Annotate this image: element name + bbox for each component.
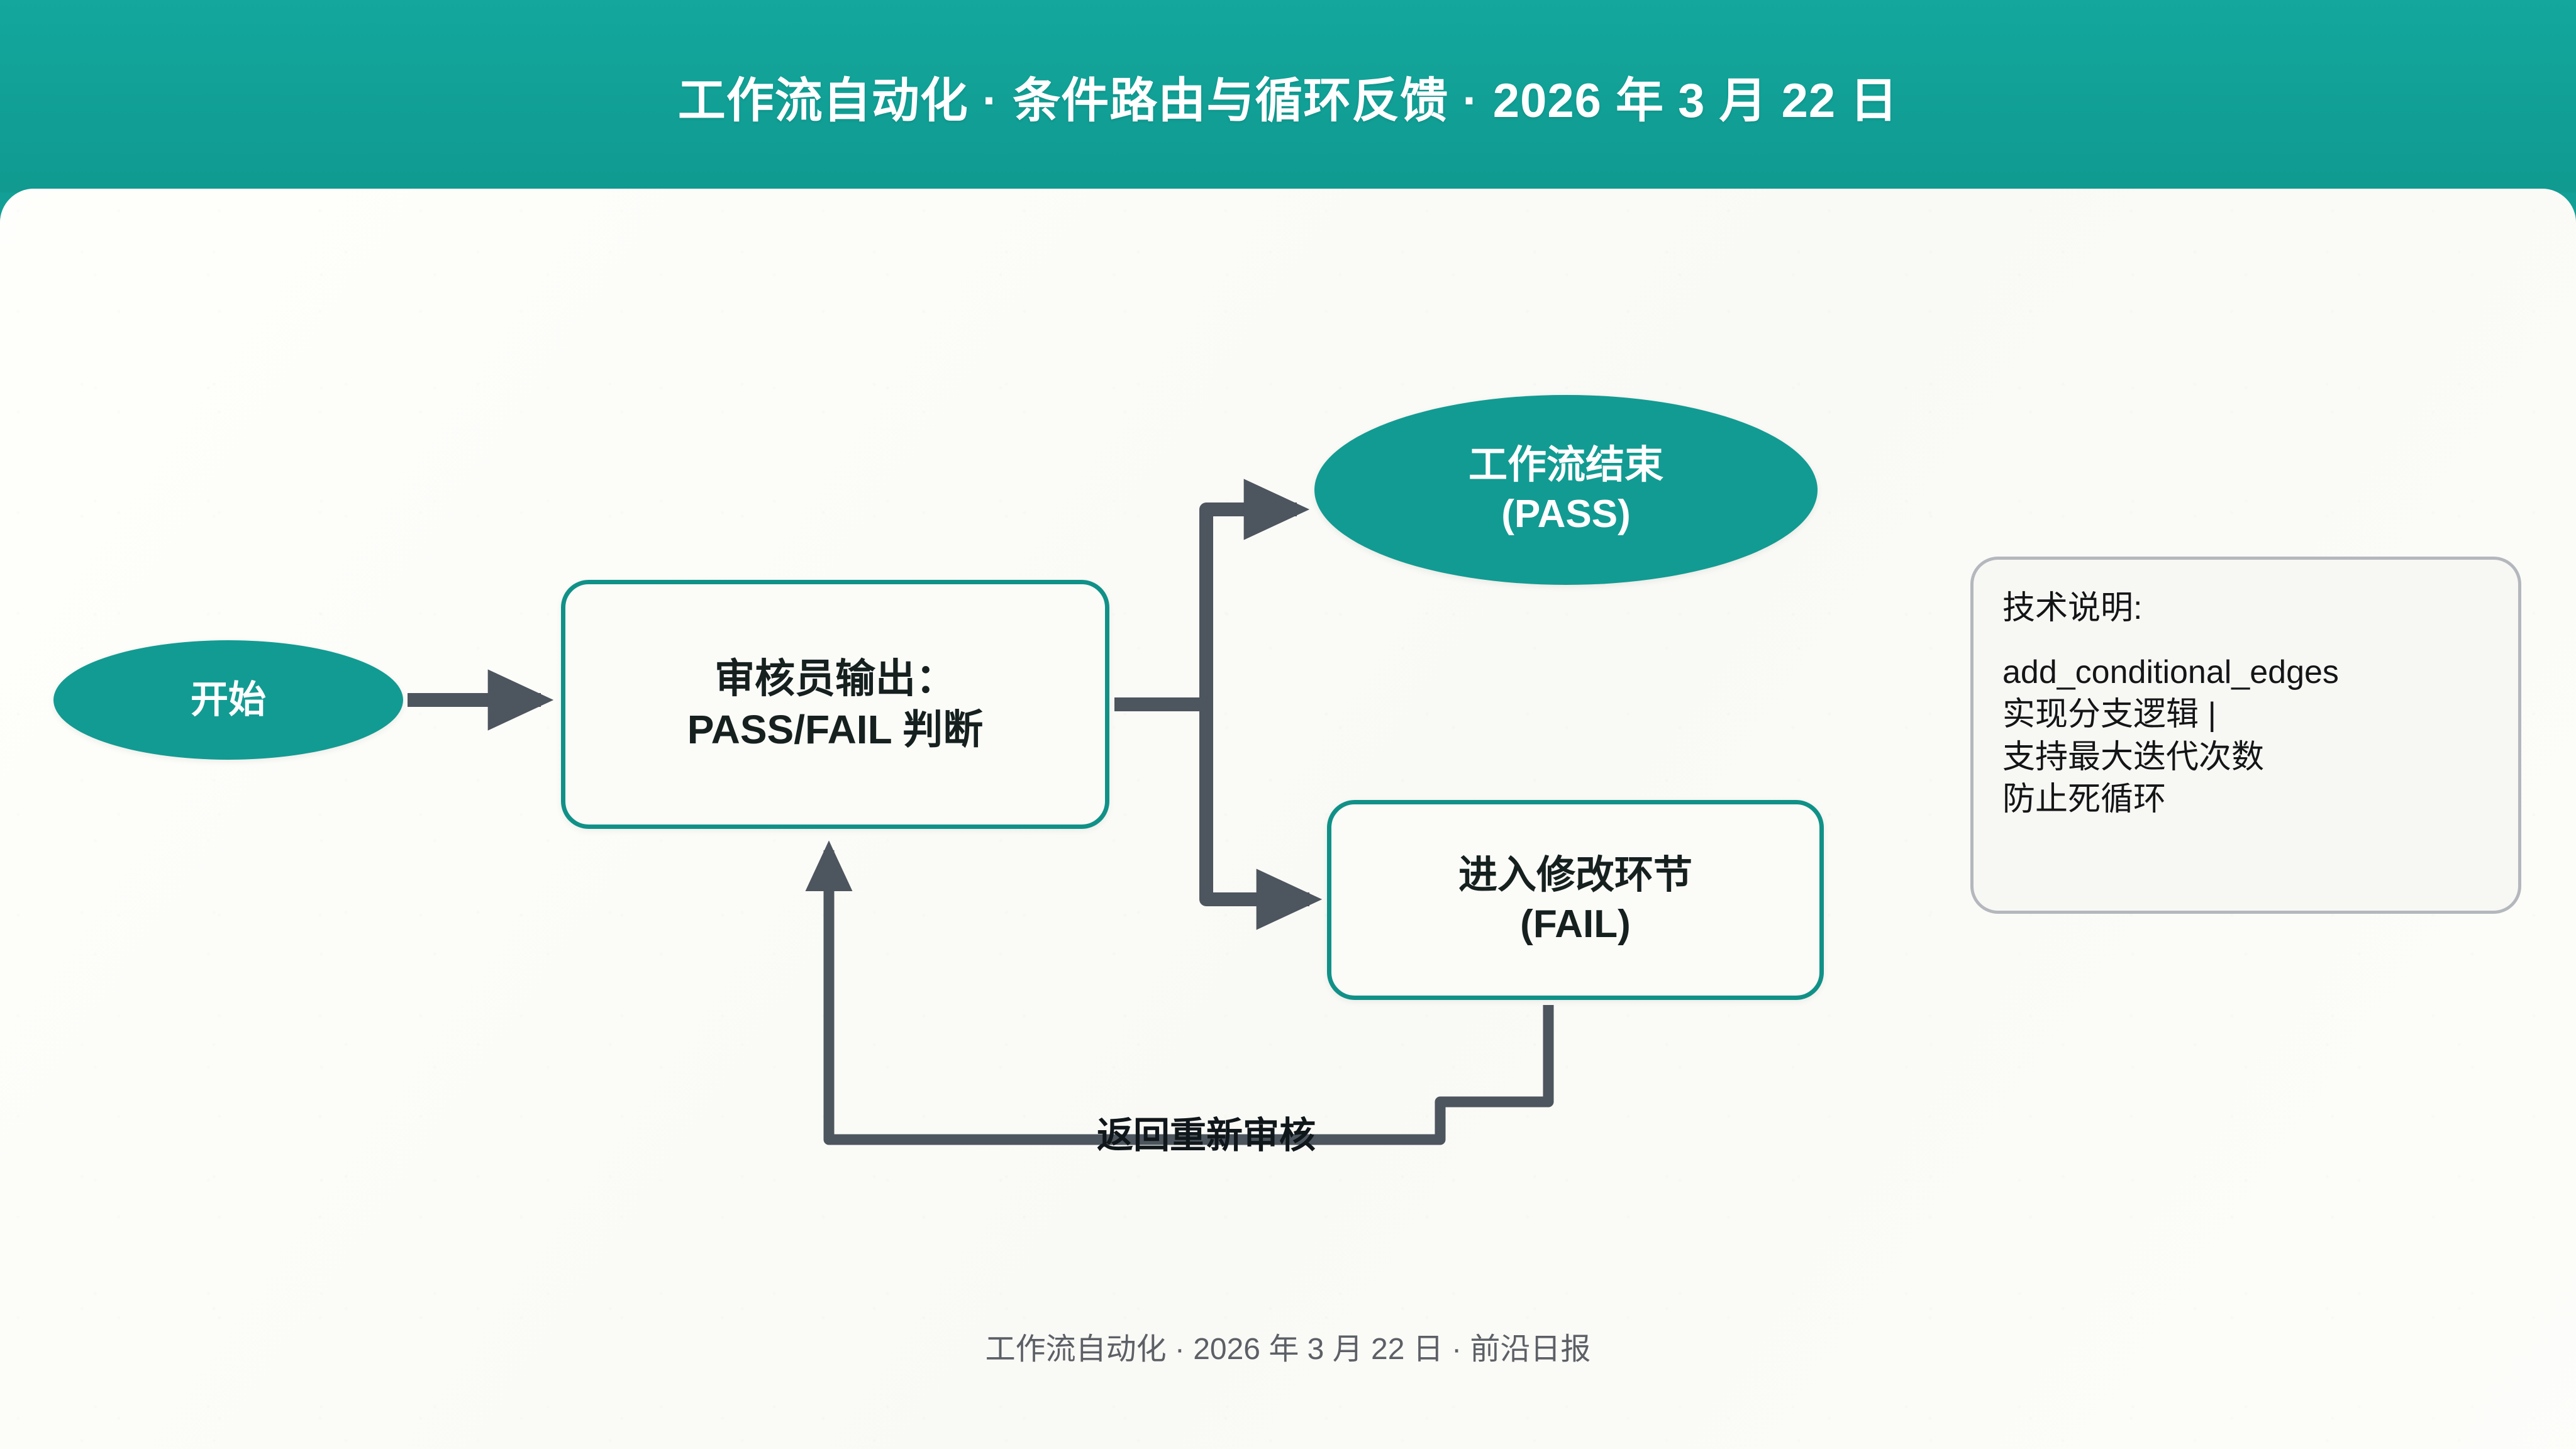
technical-note-panel: 技术说明: add_conditional_edges 实现分支逻辑 | 支持最… [1970, 557, 2521, 914]
node-fail-label-line2: (FAIL) [1520, 902, 1631, 946]
node-start[interactable]: 开始 [53, 640, 403, 760]
node-start-label: 开始 [191, 679, 266, 721]
node-decision-label-line1: 审核员输出： [714, 656, 956, 702]
node-pass[interactable]: 工作流结束 (PASS) [1314, 395, 1818, 585]
node-fail[interactable]: 进入修改环节 (FAIL) [1327, 800, 1824, 1000]
note-line-3: 支持最大迭代次数 [2002, 738, 2265, 775]
page-title: 工作流自动化 · 条件路由与循环反馈 · 2026 年 3 月 22 日 [677, 74, 1899, 128]
note-line-1: add_conditional_edges [2002, 653, 2339, 691]
node-pass-label-line1: 工作流结束 [1468, 443, 1663, 487]
note-title: 技术说明: [2002, 590, 2143, 626]
node-fail-label-line1: 进入修改环节 [1458, 853, 1692, 897]
footer-caption: 工作流自动化 · 2026 年 3 月 22 日 · 前沿日报 [985, 1333, 1591, 1366]
note-line-4: 防止死循环 [2002, 781, 2167, 818]
node-pass-label-line2: (PASS) [1501, 492, 1631, 536]
node-decision[interactable]: 审核员输出： PASS/FAIL 判断 [561, 580, 1109, 829]
edge-label-loop-back: 返回重新审核 [1096, 1115, 1316, 1156]
header-banner: 工作流自动化 · 条件路由与循环反馈 · 2026 年 3 月 22 日 [0, 0, 2576, 192]
note-line-2: 实现分支逻辑 | [2002, 696, 2216, 733]
node-decision-label-line2: PASS/FAIL 判断 [687, 707, 984, 752]
